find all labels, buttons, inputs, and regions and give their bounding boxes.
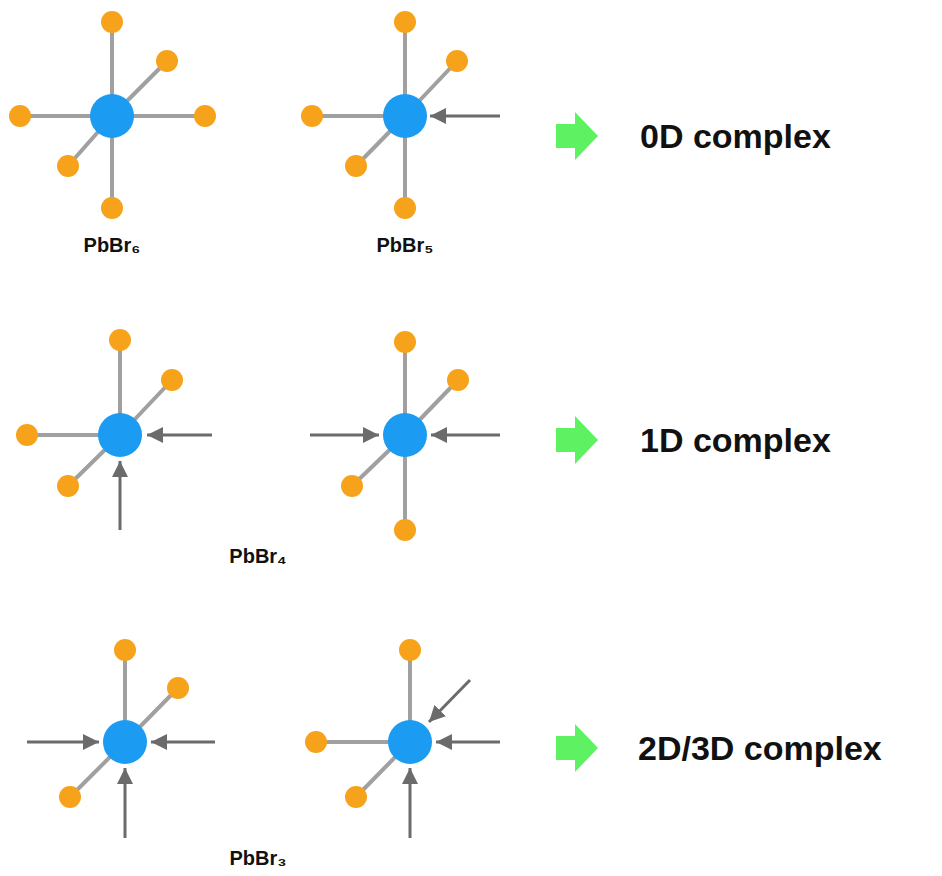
- bromide-atom: [341, 475, 363, 497]
- bromide-atom: [57, 475, 79, 497]
- bromide-atom: [57, 155, 79, 177]
- molecule: [27, 639, 215, 838]
- result-arrow: [556, 112, 598, 160]
- molecule: [305, 639, 500, 838]
- molecule: [16, 329, 212, 530]
- bromide-atom: [447, 369, 469, 391]
- bromide-atom: [9, 105, 31, 127]
- formula-label: PbBr₆: [84, 234, 141, 257]
- lead-atom: [103, 720, 147, 764]
- result-arrow: [556, 416, 598, 464]
- bromide-atom: [394, 197, 416, 219]
- bromide-atom: [399, 639, 421, 661]
- formula-label: PbBr₄: [229, 545, 286, 568]
- bromide-atom: [109, 329, 131, 351]
- molecule: [310, 331, 500, 541]
- bromide-atom: [301, 105, 323, 127]
- bromide-atom: [305, 731, 327, 753]
- bromide-atom: [345, 155, 367, 177]
- vacancy-arrow: [436, 741, 500, 744]
- lead-atom: [383, 94, 427, 138]
- lead-atom: [383, 413, 427, 457]
- bromide-atom: [394, 11, 416, 33]
- bromide-atom: [101, 11, 123, 33]
- lead-atom: [98, 413, 142, 457]
- vacancy-arrow: [430, 115, 500, 118]
- molecule: [301, 11, 500, 219]
- dimension-label: 0D complex: [640, 117, 831, 156]
- bromide-atom: [446, 50, 468, 72]
- result-arrow: [556, 724, 598, 772]
- bromide-atom: [167, 677, 189, 699]
- bromide-atom: [161, 369, 183, 391]
- bromide-atom: [101, 197, 123, 219]
- lead-atom: [388, 720, 432, 764]
- vacancy-arrow: [124, 768, 127, 838]
- bromide-atom: [394, 331, 416, 353]
- bromide-atom: [114, 639, 136, 661]
- bromide-atom: [394, 519, 416, 541]
- vacancy-arrow: [429, 680, 470, 722]
- vacancy-arrow: [151, 741, 215, 744]
- vacancy-arrow: [431, 434, 500, 437]
- bromide-atom: [59, 786, 81, 808]
- dimension-label: 1D complex: [640, 421, 831, 460]
- vacancy-arrow: [310, 434, 379, 437]
- lead-atom: [90, 94, 134, 138]
- vacancy-arrow: [27, 741, 99, 744]
- vacancy-arrow: [409, 768, 412, 838]
- bromide-atom: [345, 786, 367, 808]
- formula-label: PbBr₅: [377, 234, 434, 257]
- dimension-label: 2D/3D complex: [638, 729, 882, 768]
- vacancy-arrow: [147, 434, 212, 437]
- bromide-atom: [156, 50, 178, 72]
- formula-label: PbBr₃: [229, 847, 286, 870]
- bromide-atom: [194, 105, 216, 127]
- bromide-atom: [16, 424, 38, 446]
- molecule: [9, 11, 216, 219]
- vacancy-arrow: [119, 461, 122, 530]
